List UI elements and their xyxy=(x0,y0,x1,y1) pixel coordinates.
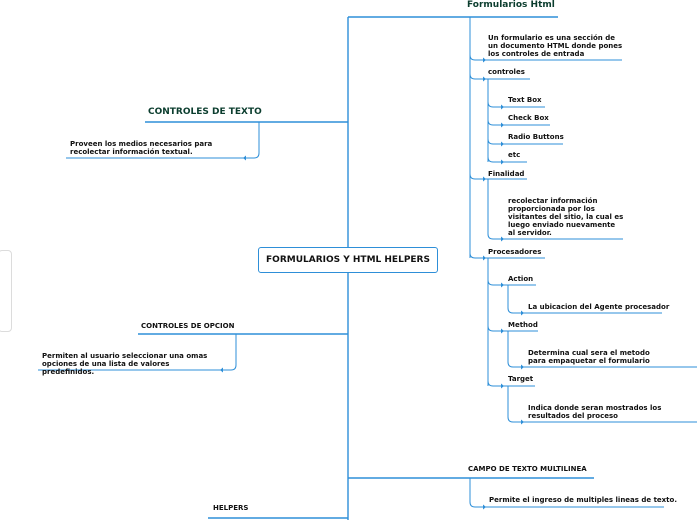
root-node[interactable]: FORMULARIOS Y HTML HELPERS xyxy=(258,247,438,273)
controles-item-text-box[interactable]: Text Box xyxy=(508,96,542,104)
formularios-html-desc[interactable]: Un formulario es una sección de un docum… xyxy=(488,34,623,58)
campo-multilinea-desc[interactable]: Permite el ingreso de multiples lineas d… xyxy=(489,496,677,504)
target-label[interactable]: Target xyxy=(508,375,534,383)
controles-texto-desc[interactable]: Proveen los medios necesarios para recol… xyxy=(70,140,213,156)
helpers-title[interactable]: HELPERS xyxy=(213,504,249,512)
controles-opcion-desc[interactable]: Permiten al usuario seleccionar una omas… xyxy=(42,352,208,376)
action-label[interactable]: Action xyxy=(508,275,534,283)
finalidad-desc[interactable]: recolectar información proporcionada por… xyxy=(508,197,624,237)
controles-item-etc[interactable]: etc xyxy=(508,151,521,159)
controles-label[interactable]: controles xyxy=(488,68,525,76)
campo-multilinea-title[interactable]: CAMPO DE TEXTO MULTILINEA xyxy=(468,465,587,473)
action-desc[interactable]: La ubicacion del Agente procesador xyxy=(528,303,670,311)
method-desc[interactable]: Determina cual sera el metodo para empaq… xyxy=(528,349,650,365)
target-desc[interactable]: Indica donde seran mostrados los resulta… xyxy=(528,404,662,420)
controles-opcion-title[interactable]: CONTROLES DE OPCION xyxy=(141,322,235,330)
method-label[interactable]: Method xyxy=(508,321,538,329)
controles-item-radio-buttons[interactable]: Radio Buttons xyxy=(508,133,564,141)
procesadores-label[interactable]: Procesadores xyxy=(488,248,542,256)
controles-item-check-box[interactable]: Check Box xyxy=(508,114,549,122)
side-panel-handle[interactable] xyxy=(0,250,12,332)
formularios-html-title[interactable]: Formularios Html xyxy=(467,0,555,10)
controles-texto-title[interactable]: CONTROLES DE TEXTO xyxy=(148,107,262,117)
finalidad-label[interactable]: Finalidad xyxy=(488,170,525,178)
